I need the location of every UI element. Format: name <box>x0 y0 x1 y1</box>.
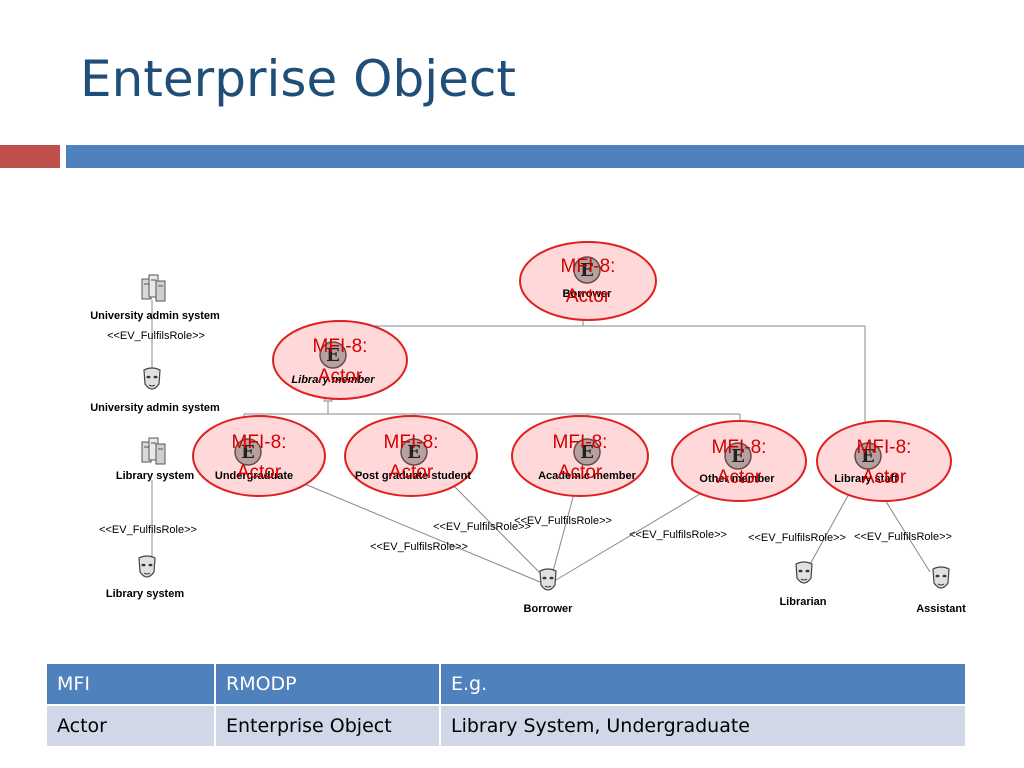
svg-text:Post graduate student: Post graduate student <box>355 470 471 482</box>
enterprise-node-other: E Other member MFI-8: Actor <box>671 420 807 502</box>
svg-text:Library member: Library member <box>291 374 375 386</box>
enterprise-diagram: University admin system <<EV_FulfilsRole… <box>90 241 966 615</box>
cell-rmodp: Enterprise Object <box>215 704 441 746</box>
cell-example: Library System, Undergraduate <box>440 704 967 746</box>
enterprise-node-library-staff: E Library staff MFI-8: Actor <box>816 420 952 502</box>
svg-text:E: E <box>580 442 594 463</box>
role-mask-icon <box>932 566 950 589</box>
svg-text:Actor: Actor <box>862 467 907 488</box>
svg-text:Other member: Other member <box>699 473 775 485</box>
uni-system-label: University admin system <box>90 310 220 322</box>
svg-text:Actor: Actor <box>389 462 434 483</box>
svg-text:Actor: Actor <box>566 286 611 307</box>
enterprise-node-postgraduate: E Post graduate student MFI-8: Actor <box>344 415 478 497</box>
stereotype-label: <<EV_FulfilsRole>> <box>629 529 727 541</box>
svg-text:Library staff: Library staff <box>834 473 898 485</box>
svg-text:Actor: Actor <box>318 366 363 387</box>
table-header-row: MFI RMODP E.g. <box>47 664 967 705</box>
stereotype-label: <<EV_FulfilsRole>> <box>107 330 205 342</box>
svg-text:E: E <box>326 345 340 366</box>
role-mask-icon <box>795 561 813 584</box>
header-rmodp: RMODP <box>215 664 441 705</box>
svg-text:Actor: Actor <box>237 462 282 483</box>
svg-text:E: E <box>731 446 745 467</box>
svg-text:MFI-8:: MFI-8: <box>561 256 616 277</box>
enterprise-node-borrower: E Borrower MFI-8: Actor <box>519 241 657 321</box>
stereotype-label: <<EV_FulfilsRole>> <box>854 531 952 543</box>
svg-text:MFI-8:: MFI-8: <box>857 437 912 458</box>
role-assistant-label: Assistant <box>916 603 966 615</box>
server-icon <box>141 437 166 465</box>
svg-text:Borrower: Borrower <box>563 288 613 300</box>
svg-text:MFI-8:: MFI-8: <box>712 437 767 458</box>
stereotype-label: <<EV_FulfilsRole>> <box>99 524 197 536</box>
svg-text:MFI-8:: MFI-8: <box>384 432 439 453</box>
header-mfi: MFI <box>47 664 216 705</box>
svg-text:E: E <box>407 442 421 463</box>
svg-text:MFI-8:: MFI-8: <box>232 432 287 453</box>
lib-system-label: Library system <box>116 470 194 482</box>
role-borrower-label: Borrower <box>524 603 574 615</box>
stereotype-label: <<EV_FulfilsRole>> <box>748 532 846 544</box>
svg-text:E: E <box>580 260 594 281</box>
enterprise-node-undergraduate: E Undergraduate MFI-8: Actor <box>192 415 326 497</box>
lib-role-label: Library system <box>106 588 184 600</box>
header-example: E.g. <box>440 664 967 705</box>
svg-text:MFI-8:: MFI-8: <box>553 432 608 453</box>
mapping-table: MFI RMODP E.g. Actor Enterprise Object L… <box>47 664 967 746</box>
svg-text:Actor: Actor <box>717 467 762 488</box>
role-mask-icon <box>138 555 156 578</box>
cell-mfi: Actor <box>47 704 216 746</box>
stereotype-label: <<EV_FulfilsRole>> <box>433 521 531 533</box>
svg-text:E: E <box>861 446 875 467</box>
svg-text:Actor: Actor <box>558 462 603 483</box>
role-librarian-label: Librarian <box>779 596 826 608</box>
server-icon <box>141 274 166 302</box>
role-mask-icon <box>143 367 161 390</box>
svg-text:Academic member: Academic member <box>538 470 637 482</box>
enterprise-node-academic: E Academic member MFI-8: Actor <box>511 415 649 497</box>
enterprise-node-library-member: E Library member MFI-8: Actor <box>272 320 408 400</box>
uni-role-label: University admin system <box>90 402 220 414</box>
accent-bar-red <box>0 145 60 168</box>
stereotype-label: <<EV_FulfilsRole>> <box>370 541 468 553</box>
svg-text:E: E <box>241 442 255 463</box>
page-title: Enterprise Object <box>80 50 516 108</box>
table-row: Actor Enterprise Object Library System, … <box>47 704 967 746</box>
svg-text:Undergraduate: Undergraduate <box>215 470 293 482</box>
accent-bar-blue <box>66 145 1024 168</box>
stereotype-label: <<EV_FulfilsRole>> <box>514 515 612 527</box>
role-mask-icon <box>539 568 557 591</box>
svg-text:MFI-8:: MFI-8: <box>313 336 368 357</box>
